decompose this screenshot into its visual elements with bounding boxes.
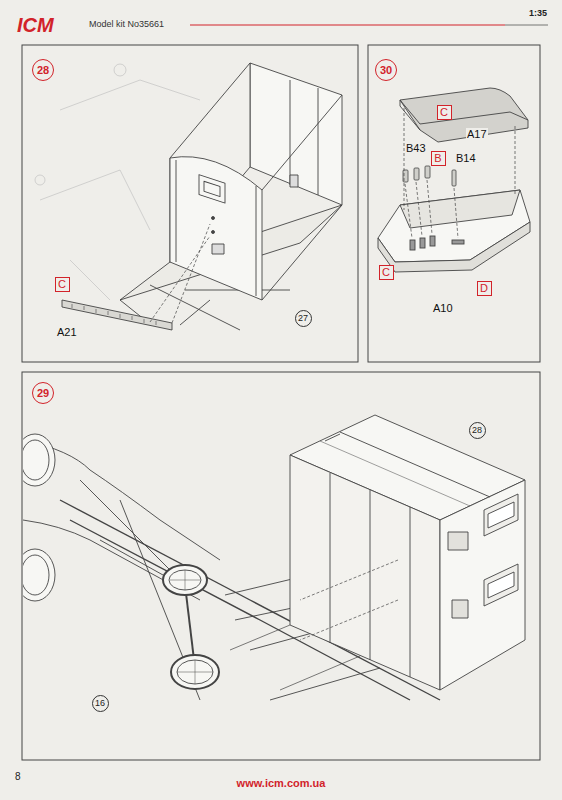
assembly-guide-lines [404,108,515,238]
kit-number: Model kit No35661 [88,20,165,30]
step-number: 30 [375,59,397,81]
step-number: 29 [32,382,54,404]
node-text: C [382,267,390,278]
page-number: 8 [14,771,22,782]
van-body-28 [230,415,525,690]
node-text: D [480,283,488,294]
header [14,8,548,44]
part-a10-base [378,190,530,272]
part-a17-seat [400,88,528,142]
part-name: B43 [405,142,427,154]
paint-code: B [431,151,446,166]
van-body-27 [120,63,342,330]
callout-number: 28 [469,422,486,439]
callout-number: 16 [92,695,109,712]
node-text: 30 [380,65,392,76]
paint-code: C [55,277,70,292]
node-text: 16 [95,699,105,708]
node-text: 28 [472,426,482,435]
node-text: C [58,279,66,290]
part-name: A21 [56,326,78,338]
brand-logo: ICM [16,14,55,36]
part-a21 [62,224,210,330]
step-number: 28 [32,59,54,81]
parts-b43-b14 [403,166,456,186]
paint-code: C [437,105,452,120]
website: www.icm.com.ua [236,777,327,789]
node-text: 29 [37,388,49,399]
step-panels [22,45,540,760]
callout-number: 27 [295,310,312,327]
scale: 1:35 [528,9,548,19]
node-text: 28 [37,65,49,76]
part-name: B14 [455,152,477,164]
paint-code: D [477,281,492,296]
paint-code: C [379,265,394,280]
assembly-guide-lines [300,560,398,640]
part-name: A10 [432,302,454,314]
part-name: A17 [466,128,488,140]
node-text: B [434,153,441,164]
node-text: 27 [298,314,308,323]
node-text: C [440,107,448,118]
